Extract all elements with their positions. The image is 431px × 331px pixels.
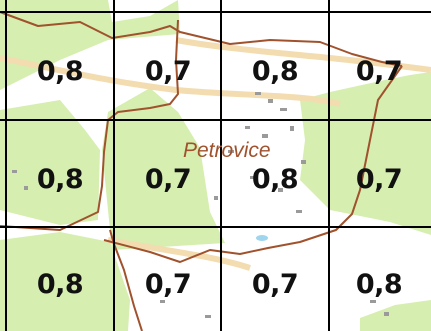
forest-area [360, 300, 431, 331]
water-body [256, 235, 268, 241]
grid-cell-value: 0,7 [355, 56, 403, 87]
grid-cell-value: 0,7 [144, 269, 192, 300]
grid-cell-value: 0,8 [36, 56, 84, 87]
grid-cell-value: 0,8 [36, 269, 84, 300]
grid-cell-value: 0,7 [144, 164, 192, 195]
grid-cell-value: 0,7 [144, 56, 192, 87]
grid-cell-value: 0,7 [355, 164, 403, 195]
forest-area [0, 232, 130, 331]
municipal-boundary [109, 229, 143, 331]
road [107, 237, 251, 271]
municipal-boundary [0, 11, 403, 67]
municipal-boundary [103, 65, 403, 263]
road [0, 55, 341, 107]
grid-cell-value: 0,8 [355, 269, 403, 300]
grid-cell-value: 0,7 [251, 269, 299, 300]
forest-area [300, 72, 431, 235]
grid-cell-value: 0,8 [36, 164, 84, 195]
built-up-area [12, 92, 389, 318]
forest-area [0, 100, 100, 225]
forest-area [102, 88, 225, 250]
grid-cell-value: 0,8 [251, 56, 299, 87]
grid-cell-value: 0,8 [251, 164, 299, 195]
place-label-petrovice: Petrovice [183, 139, 271, 162]
